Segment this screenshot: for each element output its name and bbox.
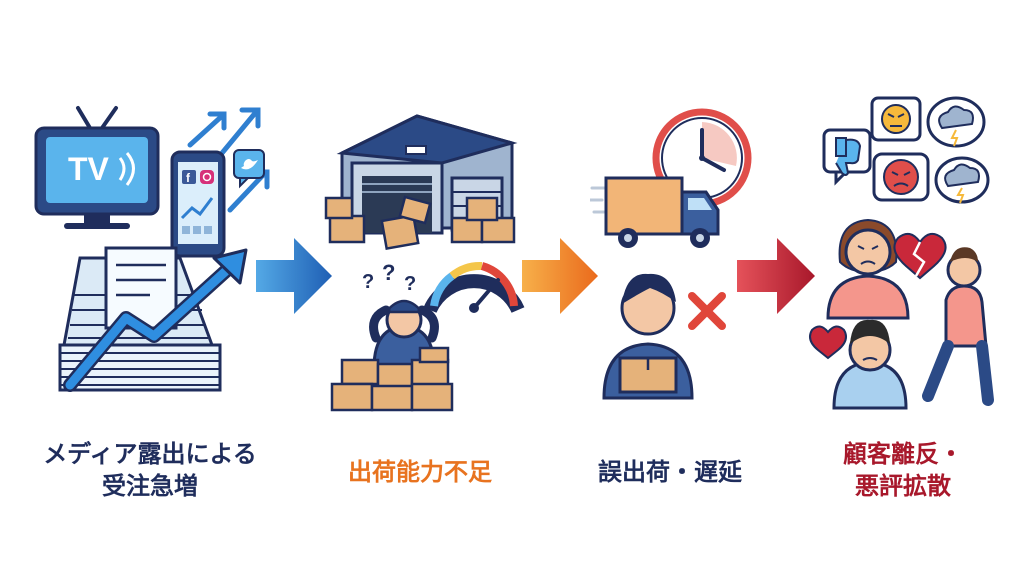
angry-emoji-bubble-icon	[870, 96, 922, 142]
flow-arrow-2	[522, 238, 598, 314]
furious-emoji-bubble-icon	[872, 152, 930, 202]
angry-woman-icon	[826, 218, 910, 320]
walking-man-icon	[922, 247, 994, 406]
svg-text:f: f	[186, 171, 191, 185]
speed-gauge-icon	[423, 261, 525, 314]
step-1-label: メディア露出による 受注急増	[20, 438, 280, 502]
broken-heart-icon	[893, 232, 947, 280]
step-1-label-line1: メディア露出による	[43, 440, 257, 468]
delivery-truck-icon	[590, 176, 720, 248]
svg-text:?: ?	[404, 273, 416, 295]
question-marks-icon: ???	[362, 260, 416, 295]
step-2-label: 出荷能力不足	[310, 456, 530, 488]
step-4-label-line1: 顧客離反・	[843, 440, 963, 468]
surge-arrow-icon	[63, 248, 248, 392]
step-4-label: 顧客離反・ 悪評拡散	[798, 438, 1008, 502]
step3-illustration	[590, 108, 752, 400]
broken-heart-small-icon	[809, 325, 847, 360]
step-3-label-line1: 誤出荷・遅延	[598, 458, 742, 486]
flow-arrow-3	[737, 238, 815, 314]
thumbs-down-bubble-icon	[822, 128, 872, 186]
step-2-label-line1: 出荷能力不足	[348, 458, 492, 486]
tv-icon: TV	[34, 106, 160, 229]
step-3-label: 誤出荷・遅延	[560, 456, 780, 488]
wrong-mark-icon	[688, 292, 726, 330]
svg-text:?: ?	[382, 260, 395, 285]
step-4-label-line2: 悪評拡散	[855, 472, 951, 500]
step1-illustration: TV f	[34, 106, 270, 392]
smartphone-icon: f	[170, 150, 226, 258]
flow-arrow-1	[256, 238, 332, 314]
stacked-boxes-icon	[324, 195, 516, 251]
svg-text:?: ?	[362, 271, 374, 293]
storm-cloud-bubble-2-icon	[934, 156, 990, 204]
step-1-label-line2: 受注急増	[102, 472, 198, 500]
step2-illustration: ???	[324, 114, 525, 412]
twitter-icon	[233, 149, 265, 189]
pile-of-boxes-icon	[330, 346, 454, 412]
tv-label: TV	[68, 151, 110, 187]
worker-with-package-icon	[602, 273, 694, 400]
step4-illustration	[809, 96, 994, 410]
sad-boy-icon	[832, 319, 908, 410]
storm-cloud-bubble-icon	[926, 96, 986, 148]
